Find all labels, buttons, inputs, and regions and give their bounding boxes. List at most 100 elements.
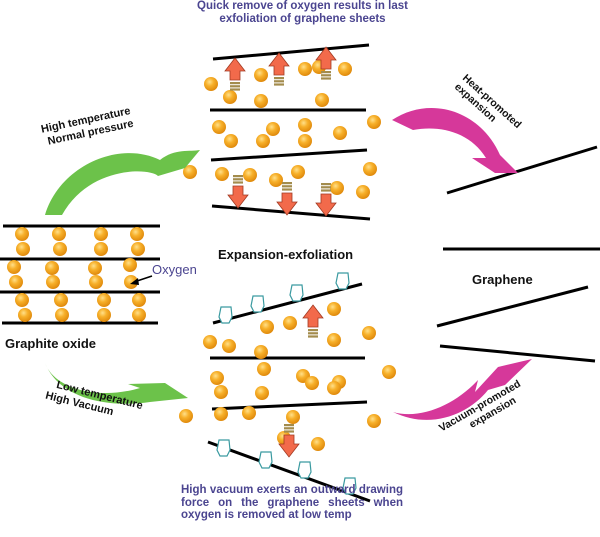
oxygen-atom xyxy=(243,168,257,182)
oxygen-atom xyxy=(362,326,376,340)
force-arrow-stripe xyxy=(308,329,318,332)
vacuum-hand xyxy=(250,295,265,313)
vacuum-hand xyxy=(216,439,231,457)
oxygen-atom xyxy=(212,120,226,134)
label-graphite-oxide: Graphite oxide xyxy=(5,336,97,351)
force-arrow-stripe xyxy=(230,88,240,91)
oxygen-atom xyxy=(298,134,312,148)
oxygen-atom xyxy=(179,409,193,423)
force-arrow-stripe xyxy=(282,182,292,185)
oxygen-atom xyxy=(123,258,137,272)
vacuum-hand xyxy=(218,306,233,324)
force-arrow-stripe xyxy=(284,424,294,427)
force-arrow-stripe xyxy=(282,185,292,188)
graphene-sheet xyxy=(439,344,596,363)
oxygen-atom xyxy=(97,308,111,322)
graphene-sheet xyxy=(207,440,371,503)
green-arrow-high-temp xyxy=(45,150,200,215)
force-arrow-down xyxy=(315,193,337,217)
process-arrows xyxy=(45,107,532,420)
label-oxygen: Oxygen xyxy=(152,262,197,277)
graphene-sheet xyxy=(212,43,370,61)
force-arrow-stripe xyxy=(233,175,243,178)
force-arrow-stripe xyxy=(230,85,240,88)
force-arrow-down xyxy=(276,192,298,216)
oxygen-atom xyxy=(88,261,102,275)
force-arrow-down xyxy=(227,185,249,209)
graphene-sheet xyxy=(210,148,368,162)
oxygen-atom xyxy=(46,275,60,289)
force-arrows xyxy=(224,46,337,458)
oxygen-atom xyxy=(9,275,23,289)
oxygen-atom xyxy=(210,371,224,385)
green-arrow-low-temp xyxy=(45,363,188,404)
oxygen-atom xyxy=(327,302,341,316)
graphene-sheet xyxy=(436,285,589,328)
vacuum-hand xyxy=(297,461,312,479)
oxygen-atom xyxy=(55,308,69,322)
vacuum-hands xyxy=(216,272,357,495)
force-arrow-up xyxy=(302,304,324,328)
force-arrow-stripe xyxy=(284,427,294,430)
oxygen-atom xyxy=(298,62,312,76)
oxygen-atom xyxy=(382,365,396,379)
oxygen-atom xyxy=(183,165,197,179)
oxygen-atom xyxy=(363,162,377,176)
oxygen-atom xyxy=(356,185,370,199)
force-arrow-stripe xyxy=(282,188,292,191)
oxygen-atom xyxy=(283,316,297,330)
graphene-sheet xyxy=(446,145,598,195)
force-arrow-stripe xyxy=(321,183,331,186)
oxygen-atom xyxy=(132,308,146,322)
oxygen-atom xyxy=(256,134,270,148)
force-arrow-stripe xyxy=(274,77,284,80)
force-arrow-stripe xyxy=(233,178,243,181)
force-arrow-stripe xyxy=(230,82,240,85)
force-arrow-stripe xyxy=(321,74,331,77)
oxygen-atom xyxy=(204,77,218,91)
force-arrow-up xyxy=(224,57,246,81)
oxygen-atom xyxy=(298,118,312,132)
oxygen-atom xyxy=(94,227,108,241)
oxygen-atom xyxy=(305,376,319,390)
oxygen-atom xyxy=(15,293,29,307)
force-arrow-up xyxy=(315,46,337,70)
oxygen-atom xyxy=(269,173,283,187)
force-arrow-stripe xyxy=(321,71,331,74)
oxygen-atom xyxy=(89,275,103,289)
graphene-sheets xyxy=(0,43,600,503)
oxygen-atom xyxy=(18,308,32,322)
force-arrow-stripe xyxy=(274,83,284,86)
oxygen-atom xyxy=(327,333,341,347)
oxygen-atom xyxy=(124,275,138,289)
oxygen-atom xyxy=(214,385,228,399)
oxygen-atom xyxy=(94,242,108,256)
force-arrow-down xyxy=(278,434,300,458)
label-expansion-exfoliation: Expansion-exfoliation xyxy=(218,247,354,262)
vacuum-hand xyxy=(342,477,357,495)
oxygen-atom xyxy=(257,362,271,376)
force-arrow-stripe xyxy=(321,77,331,80)
oxygen-atom xyxy=(311,437,325,451)
oxygen-atom xyxy=(222,339,236,353)
force-arrow-stripe xyxy=(308,335,318,338)
oxygen-atom xyxy=(203,335,217,349)
force-arrow-up xyxy=(268,52,290,76)
vacuum-hand xyxy=(335,272,350,290)
label-graphene: Graphene xyxy=(472,272,533,287)
oxygen-atom xyxy=(53,242,67,256)
graphene-sheet xyxy=(211,400,368,411)
caption-bottom: High vacuum exerts an outward drawing fo… xyxy=(181,484,403,521)
oxygen-atom xyxy=(131,242,145,256)
force-arrow-stripe xyxy=(284,430,294,433)
oxygen-atom xyxy=(367,115,381,129)
oxygen-atom xyxy=(52,227,66,241)
caption-top: Quick remove of oxygen results in last e… xyxy=(197,0,408,25)
force-arrow-stripe xyxy=(274,80,284,83)
magenta-arrow-vacuum xyxy=(393,359,532,420)
vacuum-hand xyxy=(289,284,304,302)
oxygen-atom xyxy=(7,260,21,274)
force-arrow-stripe xyxy=(308,332,318,335)
